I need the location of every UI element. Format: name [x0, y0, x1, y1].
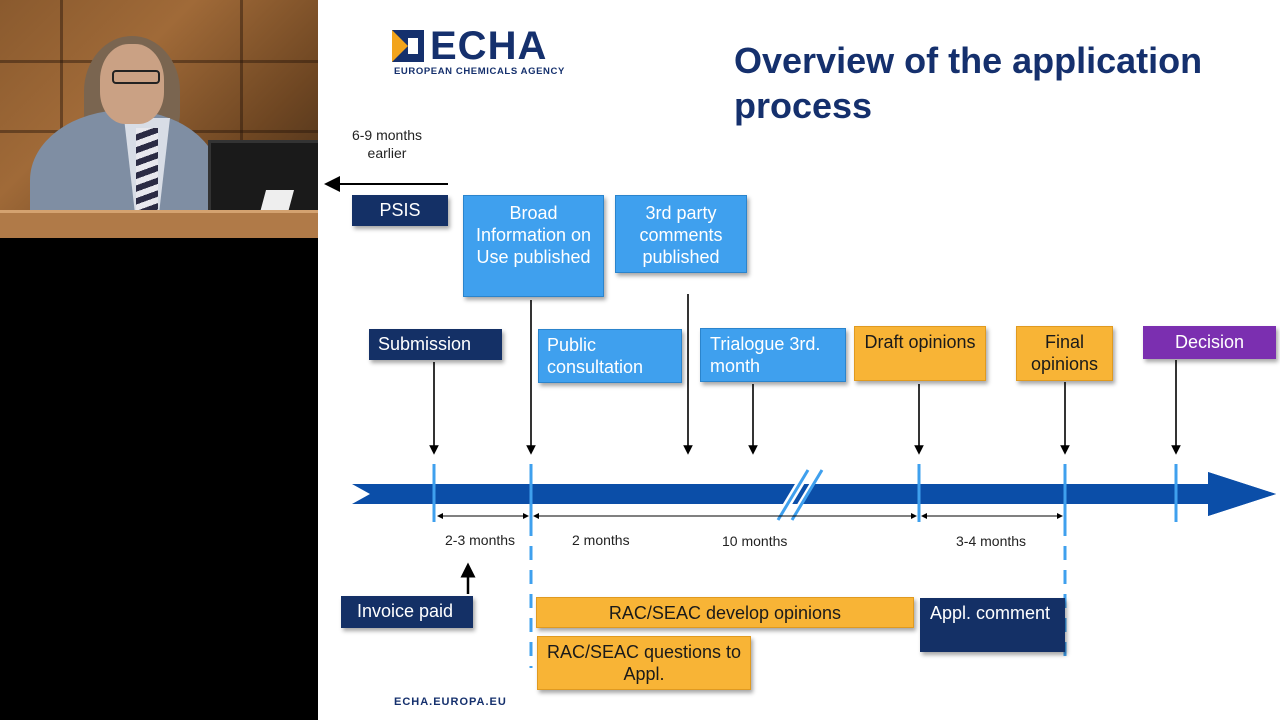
- speaker-video: [0, 0, 318, 238]
- duration-label-1: 2-3 months: [445, 532, 516, 548]
- logo-text: ECHA: [430, 24, 548, 68]
- submission-box: Submission: [369, 329, 502, 360]
- public-consultation-box: Public consultation: [538, 329, 682, 383]
- duration-label-4: 3-4 months: [956, 533, 1027, 549]
- footer-url: ECHA.EUROPA.EU: [394, 696, 507, 708]
- earlier-note: 6-9 months earlier: [351, 127, 423, 161]
- logo-subtitle: EUROPEAN CHEMICALS AGENCY: [394, 66, 565, 77]
- broad-information-box: Broad Information on Use published: [463, 195, 604, 297]
- presentation-slide: ECHA EUROPEAN CHEMICALS AGENCY Overview …: [318, 0, 1280, 720]
- decision-box: Decision: [1143, 326, 1276, 359]
- psis-box: PSIS: [352, 195, 448, 226]
- trialogue-box: Trialogue 3rd. month: [700, 328, 846, 382]
- timeline-diagram: [324, 176, 1276, 668]
- duration-label-3: 10 months: [722, 533, 788, 549]
- draft-opinions-box: Draft opinions: [854, 326, 986, 381]
- duration-label-2: 2 months: [572, 532, 630, 548]
- rac-seac-questions-box: RAC/SEAC questions to Appl.: [537, 636, 751, 690]
- timeline-break-2: [788, 468, 822, 522]
- final-opinions-box: Final opinions: [1016, 326, 1113, 381]
- speaker-glasses: [112, 70, 160, 84]
- echa-logo-icon: [392, 30, 424, 62]
- speaker-head: [100, 44, 164, 124]
- slide-title: Overview of the application process: [734, 40, 1203, 126]
- rac-seac-develop-box: RAC/SEAC develop opinions: [536, 597, 914, 628]
- podium: [0, 210, 318, 238]
- appl-comment-box: Appl. comment: [920, 598, 1065, 652]
- timeline-arrow: [352, 472, 1276, 516]
- third-party-comments-box: 3rd party comments published: [615, 195, 747, 273]
- invoice-paid-box: Invoice paid: [341, 596, 473, 628]
